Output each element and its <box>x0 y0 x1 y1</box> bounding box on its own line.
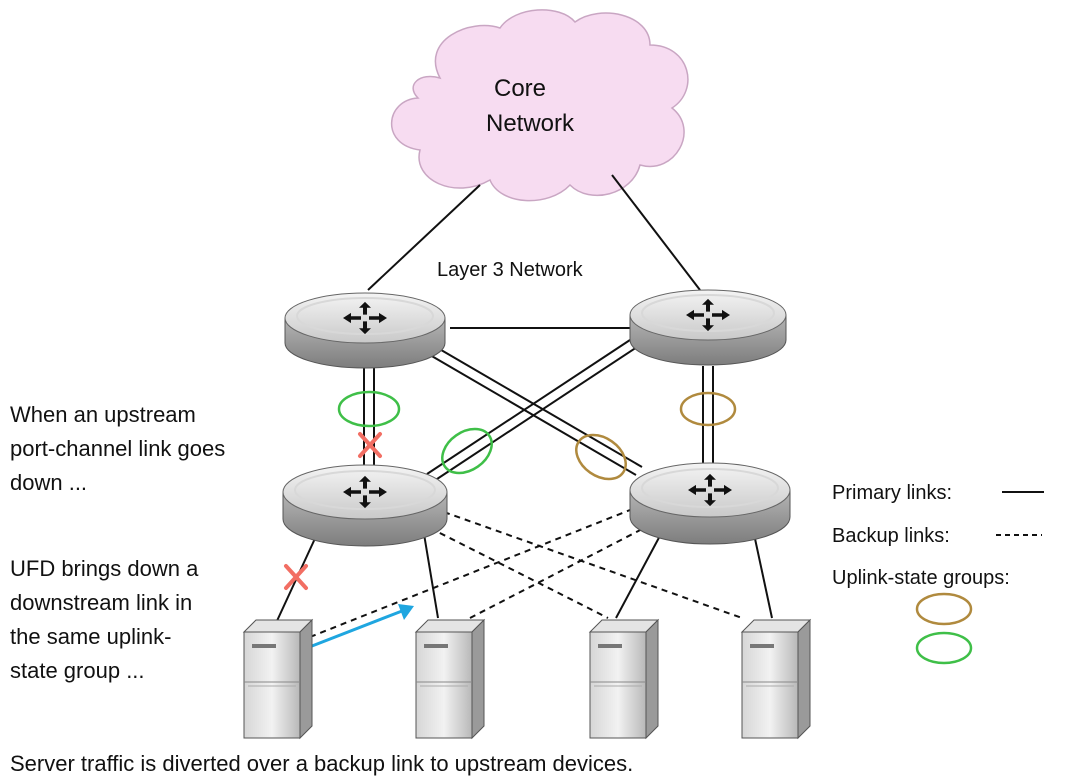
downlink-left-server2 <box>423 533 439 619</box>
router-icon <box>629 462 791 545</box>
core-link-left <box>367 184 481 291</box>
server-icon <box>242 618 314 740</box>
group-ellipse-brown-right <box>679 391 737 427</box>
router-agg-right <box>629 462 791 545</box>
legend-primary-label: Primary links: <box>832 482 952 504</box>
annotation-ufd-line: state group ... <box>10 658 145 683</box>
cloud-title-line2: Network <box>486 110 575 137</box>
legend-groups-label: Uplink-state groups: <box>832 567 1010 589</box>
router-icon <box>282 464 448 547</box>
cross-link-right-top-a <box>426 337 634 475</box>
server-2 <box>414 618 486 740</box>
traffic-diversion-arrow <box>311 604 414 648</box>
annotation-upstream-line: down ... <box>10 470 87 495</box>
server-4 <box>740 618 812 740</box>
layer3-label: Layer 3 Network <box>437 259 584 281</box>
group-ellipse-green-cross <box>441 427 493 475</box>
failure-upstream <box>358 432 382 458</box>
cloud-icon <box>391 9 689 202</box>
backup-left-server3 <box>429 527 609 619</box>
core-network-cloud: Core Network <box>391 9 689 202</box>
close-icon <box>358 432 382 458</box>
core-link-right <box>611 174 701 291</box>
downlink-right-server3 <box>615 531 663 619</box>
backup-server2-right <box>469 525 649 619</box>
group-ellipse-green-left <box>337 390 401 428</box>
server-icon <box>414 618 486 740</box>
router-top-left <box>284 292 446 369</box>
annotation-ufd-line: the same uplink- <box>10 624 171 649</box>
annotation-upstream: When an upstream port-channel link goes … <box>10 402 225 495</box>
router-top-right <box>629 289 787 366</box>
annotation-upstream-line: port-channel link goes <box>10 436 225 461</box>
downlink-left-server1 <box>269 531 319 637</box>
uplink-state-groups <box>337 390 737 481</box>
legend-group-green-swatch <box>915 631 973 665</box>
server-3 <box>588 618 660 740</box>
annotation-upstream-line: When an upstream <box>10 402 196 427</box>
legend: Primary links: Backup links: Uplink-stat… <box>832 482 1044 665</box>
annotation-ufd-line: downstream link in <box>10 590 192 615</box>
annotation-ufd: UFD brings down a downstream link in the… <box>10 556 199 683</box>
router-icon <box>284 292 446 369</box>
cross-link-right-top-b <box>433 344 641 482</box>
backup-links <box>309 509 743 638</box>
downlink-right-server4 <box>753 533 773 619</box>
caption: Server traffic is diverted over a backup… <box>10 751 633 776</box>
backup-server1-right <box>309 509 631 638</box>
legend-backup-label: Backup links: <box>832 525 950 547</box>
server-icon <box>588 618 660 740</box>
legend-group-brown-swatch <box>915 592 973 626</box>
close-icon <box>284 564 308 590</box>
group-ellipse-brown-cross <box>575 433 627 481</box>
cloud-title-line1: Core <box>494 75 546 102</box>
failure-downstream <box>284 564 308 590</box>
annotation-ufd-line: UFD brings down a <box>10 556 199 581</box>
router-icon <box>629 289 787 366</box>
primary-links <box>269 327 773 637</box>
core-uplinks <box>367 174 701 291</box>
cross-link-left-top-b <box>435 346 643 468</box>
server-icon <box>740 618 812 740</box>
backup-left-server4 <box>443 511 743 619</box>
server-1 <box>242 618 314 740</box>
router-agg-left <box>282 464 448 547</box>
